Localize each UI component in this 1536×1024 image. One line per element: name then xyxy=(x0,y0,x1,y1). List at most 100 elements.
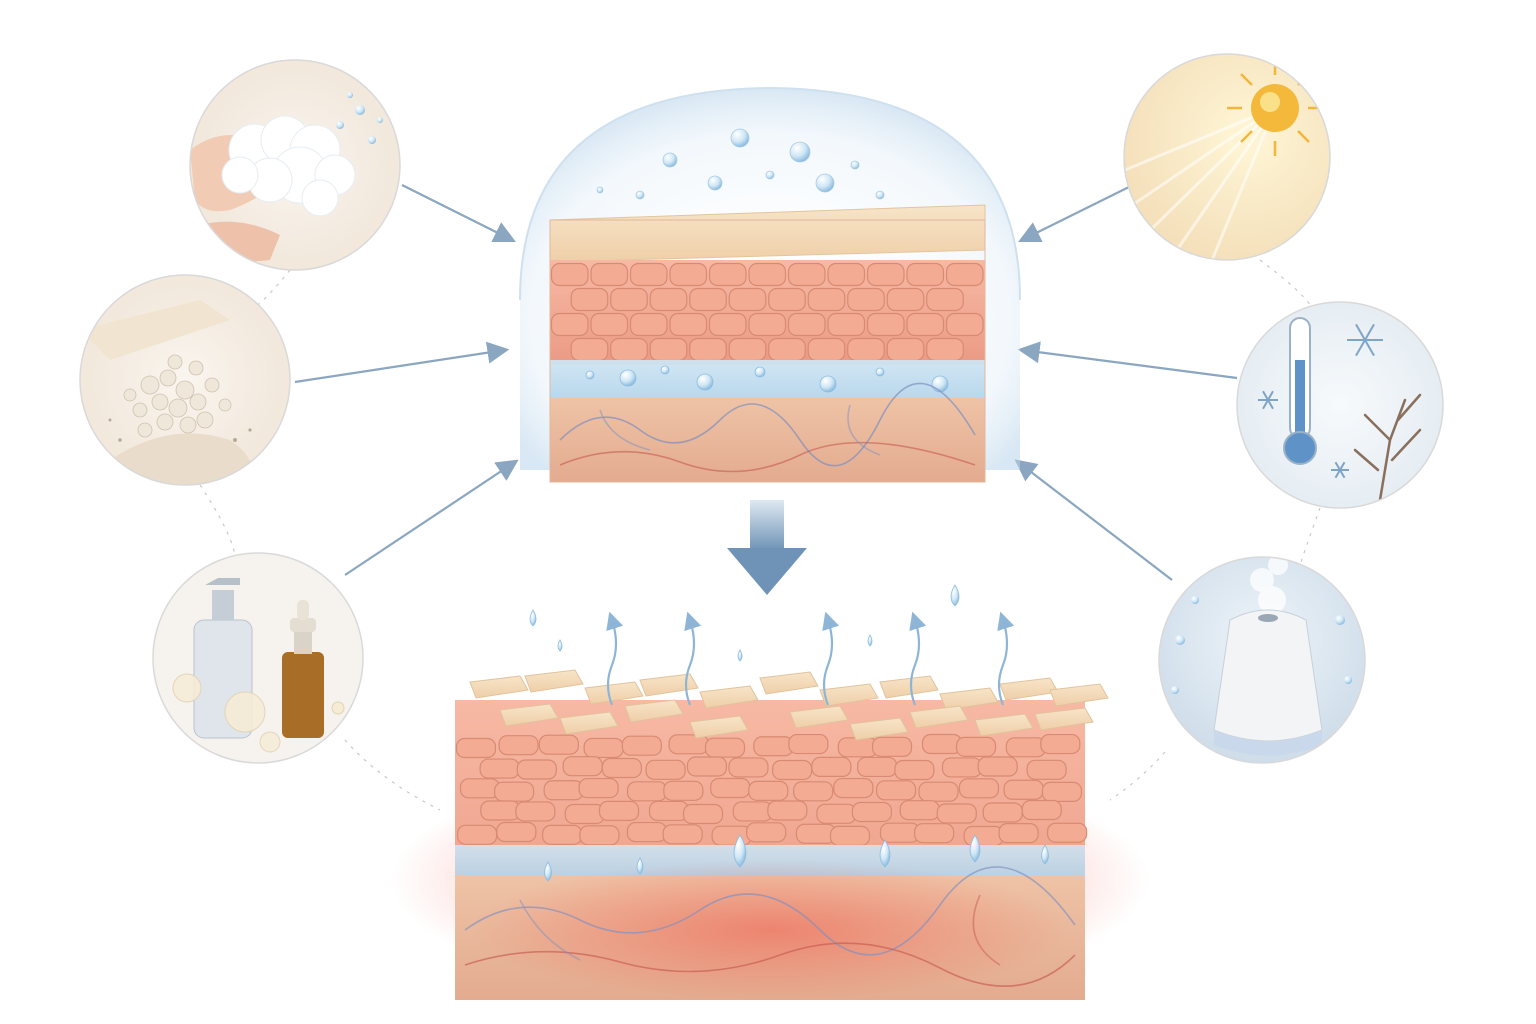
humidifier-icon xyxy=(1158,556,1366,764)
skin-flake xyxy=(469,675,529,699)
skin-cell xyxy=(787,262,826,287)
skin-flake xyxy=(559,711,619,735)
skin-cell xyxy=(686,756,728,777)
skin-cell xyxy=(788,733,829,755)
skin-cell xyxy=(649,337,688,362)
skin-cell xyxy=(837,737,878,758)
skin-cell xyxy=(977,756,1018,777)
escaping-droplets xyxy=(529,584,1049,882)
skin-cell xyxy=(610,337,648,362)
skin-cell xyxy=(564,803,605,825)
skin-cell xyxy=(662,824,703,845)
skin-cell xyxy=(515,801,556,822)
skin-cell xyxy=(649,287,688,312)
skin-cell xyxy=(767,800,808,821)
skin-cell xyxy=(682,803,724,825)
skin-cell xyxy=(626,821,668,843)
skin-cell xyxy=(669,312,708,337)
skin-cell xyxy=(516,759,557,780)
lifting-flakes xyxy=(469,669,1109,741)
skin-cell xyxy=(918,781,959,802)
skin-cell xyxy=(455,737,497,759)
skin-cell xyxy=(479,758,520,779)
skin-flake xyxy=(759,671,819,695)
skin-flake xyxy=(999,677,1059,701)
skin-cell xyxy=(926,287,964,312)
skin-cell xyxy=(941,757,983,778)
arrow-humidifier xyxy=(1014,459,1173,581)
skin-cell xyxy=(570,287,609,312)
exfoliant-granules-icon xyxy=(79,274,291,486)
skin-flake xyxy=(689,715,749,739)
skin-cell xyxy=(728,337,767,362)
skin-cell xyxy=(498,735,539,756)
skin-cell xyxy=(1005,737,1046,758)
skin-cell xyxy=(982,802,1023,823)
skin-cell xyxy=(945,312,984,337)
skin-cell xyxy=(1041,781,1083,803)
skin-cell xyxy=(851,801,893,823)
skin-flake xyxy=(879,675,939,699)
influence-arrows xyxy=(294,184,1238,581)
skin-cell xyxy=(601,757,642,779)
skin-cell xyxy=(480,800,521,821)
skin-flake xyxy=(974,713,1034,737)
skin-cell xyxy=(921,733,963,755)
skin-cell xyxy=(886,287,925,312)
cell-layer xyxy=(455,733,1088,847)
healthy-skin-block xyxy=(519,86,1021,483)
skin-cell xyxy=(871,736,913,757)
arrow-sun xyxy=(1018,184,1134,243)
arrow-cleanser xyxy=(401,184,516,242)
skin-cell xyxy=(886,337,925,362)
skin-cell xyxy=(543,780,584,801)
skin-cell xyxy=(998,823,1039,844)
arrow-products xyxy=(344,459,519,576)
skin-cell xyxy=(708,312,747,337)
skin-flake xyxy=(699,685,759,709)
skin-cell xyxy=(459,778,501,799)
skin-cell xyxy=(1040,733,1081,755)
skin-flake xyxy=(849,717,909,741)
dashed-connectors xyxy=(199,259,1321,811)
skin-cell xyxy=(1026,759,1067,780)
sun-icon xyxy=(1123,53,1331,261)
skin-flake xyxy=(624,699,684,723)
skin-cell xyxy=(894,759,935,781)
skin-cell xyxy=(748,780,789,801)
skin-cell xyxy=(621,735,662,756)
skin-cell xyxy=(936,803,977,824)
skin-cell xyxy=(704,737,746,758)
skin-cell xyxy=(668,734,709,755)
skincare-bottles-icon xyxy=(152,552,364,764)
evaporation-arrows xyxy=(606,611,1015,706)
cold-weather-icon xyxy=(1236,301,1444,509)
skin-cell xyxy=(710,777,751,799)
skin-cell xyxy=(906,312,945,337)
skin-cell xyxy=(827,262,866,287)
skin-cell xyxy=(728,757,769,778)
skin-cell xyxy=(583,737,624,759)
skin-cell xyxy=(816,803,857,824)
skin-cell xyxy=(570,337,609,362)
arrow-exfoliant xyxy=(294,341,510,384)
skin-cell xyxy=(456,824,498,845)
skin-cell xyxy=(829,825,871,847)
skin-cell xyxy=(579,825,620,846)
skin-cell xyxy=(1046,822,1088,843)
skin-cell xyxy=(562,756,603,777)
skin-cell xyxy=(875,780,917,801)
skin-cell xyxy=(963,825,1004,847)
skin-cell xyxy=(866,262,905,287)
skin-cell xyxy=(847,337,885,362)
skin-cell xyxy=(879,822,921,843)
skin-cell xyxy=(598,800,640,822)
skin-cell xyxy=(847,287,885,312)
skin-cell xyxy=(914,823,955,844)
skin-flake xyxy=(1049,683,1109,707)
skin-cell xyxy=(645,759,686,780)
skin-cell xyxy=(811,756,852,778)
skin-cell xyxy=(496,821,537,843)
skin-cell xyxy=(768,337,806,362)
